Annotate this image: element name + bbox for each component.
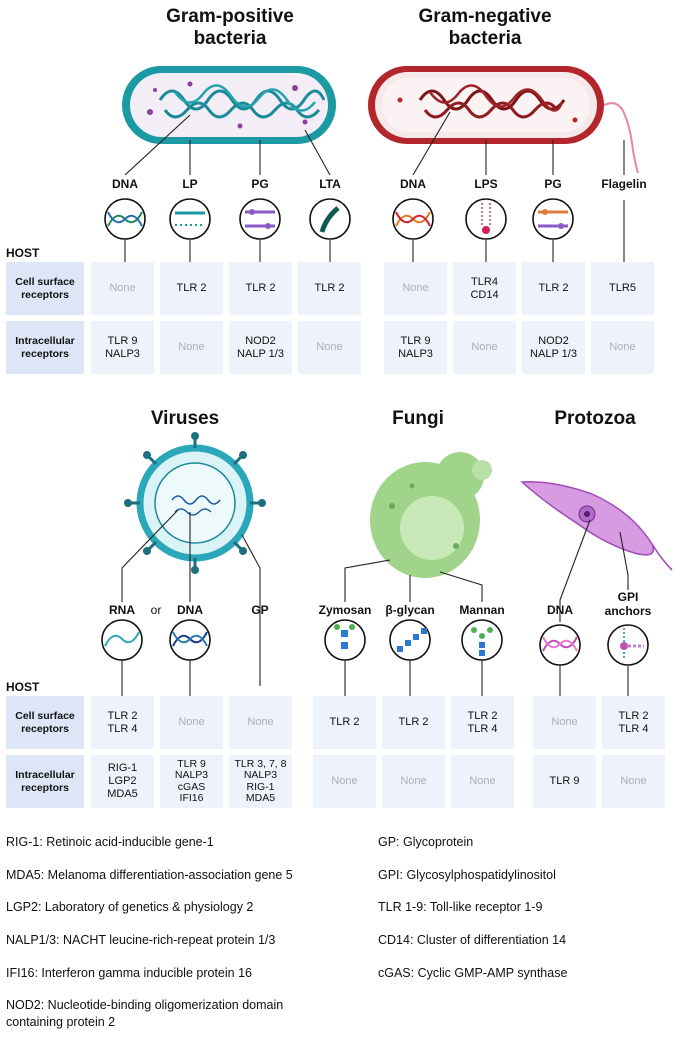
intracellular-value: None: [602, 755, 665, 808]
intracellular-value: None: [453, 321, 516, 374]
cell-surface-value: TLR 2: [160, 262, 223, 315]
intracellular-value: None: [591, 321, 654, 374]
fungi-title: Fungi: [392, 408, 444, 429]
intracellular-value: TLR 9 NALP3 cGAS IFI16: [160, 755, 223, 808]
intracellular-value: NOD2 NALP 1/3: [522, 321, 585, 374]
gpi-anchor-icon: [607, 624, 649, 666]
rna-icon: [101, 619, 143, 661]
pamp-label: GPI anchors: [604, 590, 652, 618]
legend-entry: NOD2: Nucleotide-binding oligomerization…: [6, 998, 284, 1029]
abbreviation-legend-right: GP: Glycoprotein GPI: Glycosylphospatidy…: [378, 818, 690, 997]
row-head-intracellular: Intracellular receptors: [6, 755, 84, 808]
top-connector-lines: [124, 111, 625, 262]
cell-surface-value: None: [229, 696, 292, 749]
pamp-label: DNA: [112, 177, 138, 191]
dna-icon: [539, 624, 581, 666]
legend-entry: MDA5: Melanoma differentiation-associati…: [6, 867, 293, 882]
protozoa-illustration: [520, 481, 673, 571]
zymosan-icon: [324, 619, 366, 661]
cell-surface-value: TLR 2: [522, 262, 585, 315]
pamp-label: LPS: [474, 177, 498, 191]
peptidoglycan-icon: [532, 198, 574, 240]
abbreviation-legend-left: RIG-1: Retinoic acid-inducible gene-1 MD…: [6, 818, 366, 1046]
pamp-label: Mannan: [459, 603, 505, 617]
legend-entry: LGP2: Laboratory of genetics & physiolog…: [6, 900, 254, 915]
pamp-label: Flagelin: [601, 177, 647, 191]
pamp-label: Zymosan: [318, 603, 372, 617]
legend-entry: GP: Glycoprotein: [378, 835, 474, 850]
pamp-label: DNA: [547, 603, 573, 617]
pamp-label: GP: [251, 603, 269, 617]
pamp-label: DNA: [400, 177, 426, 191]
beta-glycan-icon: [389, 619, 431, 661]
intracellular-value: TLR 3, 7, 8 NALP3 RIG-1 MDA5: [229, 755, 292, 808]
host-label: HOST: [6, 680, 40, 694]
cell-surface-value: TLR5: [591, 262, 654, 315]
peptidoglycan-icon: [239, 198, 281, 240]
intracellular-value: None: [451, 755, 514, 808]
lipoteichoic-acid-icon: [309, 198, 351, 240]
legend-entry: RIG-1: Retinoic acid-inducible gene-1: [6, 835, 214, 850]
or-label: or: [150, 603, 162, 617]
row-head-intracellular: Intracellular receptors: [6, 321, 84, 374]
intracellular-value: None: [313, 755, 376, 808]
mannan-icon: [461, 619, 503, 661]
row-head-cell-surface: Cell surface receptors: [6, 696, 84, 749]
cell-surface-value: TLR 2: [382, 696, 445, 749]
pamp-label: PG: [251, 177, 269, 191]
bottom-connector-lines: [121, 509, 629, 696]
legend-entry: GPI: Glycosylphospatidylinositol: [378, 867, 556, 882]
cell-surface-value: None: [384, 262, 447, 315]
cell-surface-value: TLR 2 TLR 4: [602, 696, 665, 749]
cell-surface-value: TLR 2: [313, 696, 376, 749]
lipoprotein-icon: [169, 198, 211, 240]
top-molecule-icons: [104, 198, 574, 240]
row-head-cell-surface: Cell surface receptors: [6, 262, 84, 315]
pamp-label: DNA: [177, 603, 203, 617]
pamp-label: RNA: [109, 603, 135, 617]
legend-entry: TLR 1-9: Toll-like receptor 1-9: [378, 900, 543, 915]
legend-entry: IFI16: Interferon gamma inducible protei…: [6, 965, 252, 980]
legend-entry: CD14: Cluster of differentiation 14: [378, 933, 567, 948]
intracellular-value: None: [160, 321, 223, 374]
cell-surface-value: None: [160, 696, 223, 749]
gram-negative-bacterium-illustration: [368, 66, 639, 174]
intracellular-value: TLR 9: [533, 755, 596, 808]
cell-surface-value: TLR 2 TLR 4: [91, 696, 154, 749]
pamp-label: LTA: [319, 177, 341, 191]
intracellular-value: None: [298, 321, 361, 374]
intracellular-value: RIG-1 LGP2 MDA5: [91, 755, 154, 808]
fungi-illustration: [370, 452, 492, 578]
protozoa-title: Protozoa: [554, 408, 636, 429]
intracellular-value: NOD2 NALP 1/3: [229, 321, 292, 374]
intracellular-value: TLR 9 NALP3: [91, 321, 154, 374]
gram-negative-title: Gram-negative bacteria: [418, 6, 552, 49]
cell-surface-value: TLR 2: [229, 262, 292, 315]
gram-positive-title: Gram-positive bacteria: [166, 6, 294, 49]
cell-surface-value: TLR 2 TLR 4: [451, 696, 514, 749]
cell-surface-value: None: [91, 262, 154, 315]
legend-entry: NALP1/3: NACHT leucine-rich-repeat prote…: [6, 933, 276, 948]
cell-surface-value: None: [533, 696, 596, 749]
pamp-label: PG: [544, 177, 562, 191]
dna-icon: [169, 619, 211, 661]
illustration-canvas: [101, 66, 673, 696]
cell-surface-value: TLR 2: [298, 262, 361, 315]
viruses-title: Viruses: [150, 408, 220, 429]
cell-surface-value: TLR4 CD14: [453, 262, 516, 315]
intracellular-value: None: [382, 755, 445, 808]
bottom-molecule-icons: [101, 619, 649, 666]
dna-icon: [104, 198, 146, 240]
intracellular-value: TLR 9 NALP3: [384, 321, 447, 374]
legend-entry: cGAS: Cyclic GMP-AMP synthase: [378, 965, 568, 980]
lipopolysaccharide-icon: [465, 198, 507, 240]
pamp-label: LP: [182, 177, 198, 191]
dna-icon: [392, 198, 434, 240]
pamp-label: β-glycan: [385, 603, 435, 617]
gram-positive-bacterium-illustration: [122, 66, 336, 144]
host-label: HOST: [6, 246, 40, 260]
virus-illustration: [124, 432, 266, 574]
